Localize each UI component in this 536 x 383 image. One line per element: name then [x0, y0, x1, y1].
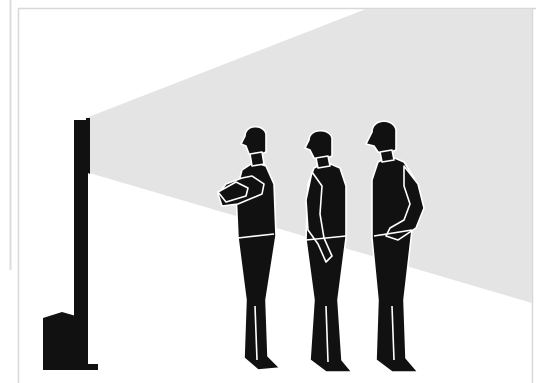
speaker-icon — [43, 312, 76, 370]
